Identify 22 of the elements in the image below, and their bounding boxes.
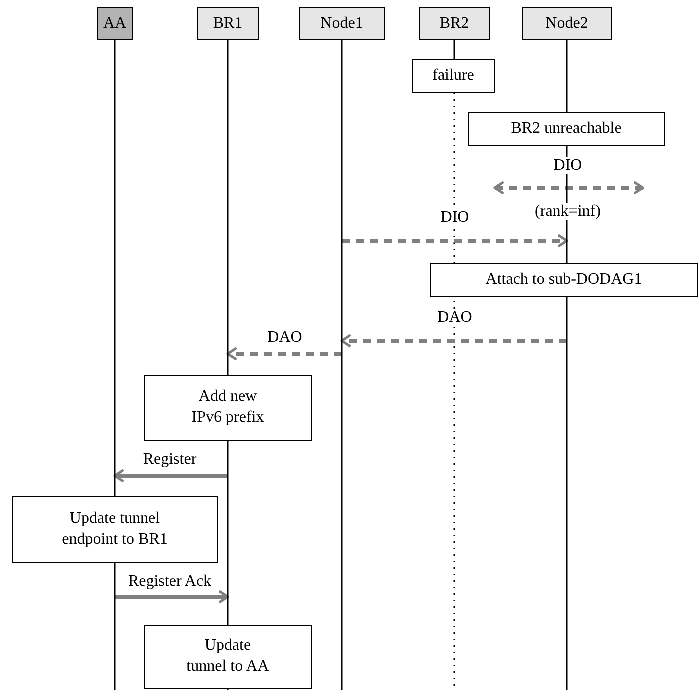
note-box: Update tunnel endpoint to BR1 bbox=[12, 496, 218, 563]
edge-label: Register Ack bbox=[128, 573, 212, 590]
arrow bbox=[340, 334, 567, 348]
edge-label: DIO bbox=[438, 209, 472, 226]
arrow bbox=[342, 234, 568, 248]
arrow bbox=[494, 182, 644, 194]
participant-box: Node2 bbox=[522, 7, 612, 40]
note-box: Update tunnel to AA bbox=[144, 625, 312, 689]
participant-box: BR2 bbox=[419, 7, 490, 40]
edge-note: (rank=inf) bbox=[533, 203, 603, 220]
participant-box: AA bbox=[97, 7, 133, 40]
participant-box: BR1 bbox=[197, 7, 259, 40]
edge-label: Register bbox=[141, 451, 199, 468]
edge-label: DIO bbox=[552, 157, 584, 174]
note-box: Attach to sub-DODAG1 bbox=[430, 263, 698, 297]
participant-box: Node1 bbox=[299, 7, 385, 40]
note-box: BR2 unreachable bbox=[468, 112, 665, 146]
note-box: failure bbox=[412, 59, 495, 93]
arrow bbox=[115, 590, 230, 604]
note-box: Add new IPv6 prefix bbox=[144, 375, 312, 441]
arrow bbox=[226, 348, 342, 360]
arrow bbox=[114, 470, 228, 482]
